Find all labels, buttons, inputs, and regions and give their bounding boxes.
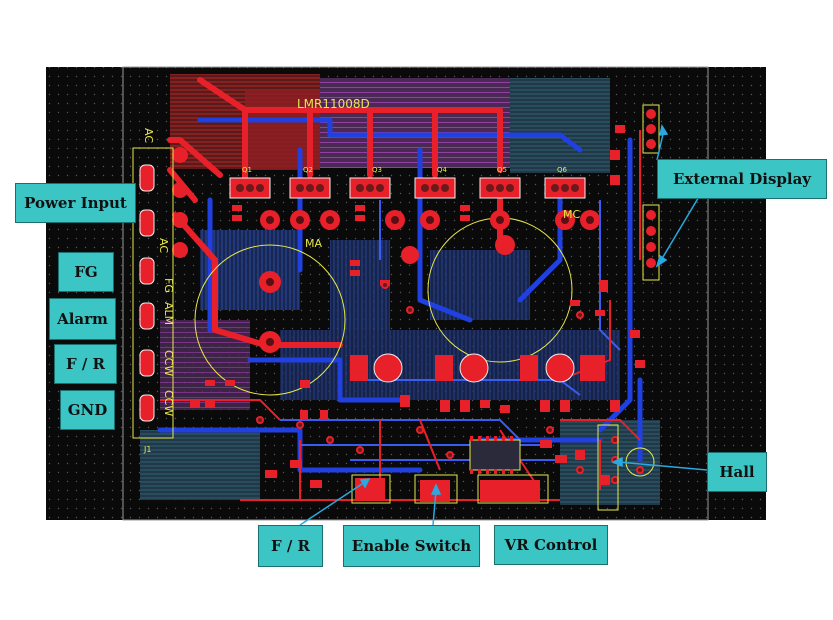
silk-q1: Q1 — [242, 166, 252, 174]
silk-ccw-2: CCW — [162, 390, 175, 416]
callout-external-display: External Display — [657, 159, 827, 199]
callout-vr-control: VR Control — [494, 525, 608, 565]
silk-q5: Q5 — [497, 166, 507, 174]
silk-ac-top: AC — [142, 128, 155, 143]
arrow-fr-bottom — [299, 481, 366, 526]
fr-switch-footprint — [351, 474, 391, 504]
callout-fr-left: F / R — [54, 344, 117, 384]
silk-q2: Q2 — [303, 166, 313, 174]
board-outline — [122, 66, 709, 521]
silk-fg: FG — [162, 278, 175, 293]
arrow-hall — [617, 461, 708, 471]
callout-enable-switch: Enable Switch — [343, 525, 480, 567]
callout-hall: Hall — [707, 452, 767, 492]
silk-q4: Q4 — [437, 166, 448, 174]
arrow-external-display-bottom — [659, 194, 701, 263]
board-main-label: LMR11008D — [297, 97, 370, 111]
external-display-header — [642, 104, 660, 154]
silk-q3: Q3 — [372, 166, 382, 174]
silk-j1: J1 — [143, 445, 151, 454]
silk-q6: Q6 — [557, 166, 568, 174]
silk-alm: ALM — [162, 302, 175, 325]
connector-j1-outline — [132, 147, 174, 439]
arrow-enable-switch — [432, 489, 437, 526]
silk-ma: MA — [305, 237, 322, 250]
callout-power-input: Power Input — [15, 183, 136, 223]
callout-gnd: GND — [60, 390, 115, 430]
callout-alarm: Alarm — [49, 298, 116, 340]
enable-switch-footprint — [414, 474, 458, 504]
callout-fg: FG — [58, 252, 114, 292]
hall-connector — [597, 424, 619, 511]
silk-mc: MC — [563, 208, 580, 221]
capacitor-outline-left — [194, 244, 346, 396]
vr-control-footprint — [477, 474, 549, 504]
silk-ac-side: AC — [157, 238, 170, 253]
silk-ccw-1: CCW — [162, 350, 175, 376]
callout-fr-bottom: F / R — [258, 525, 323, 567]
